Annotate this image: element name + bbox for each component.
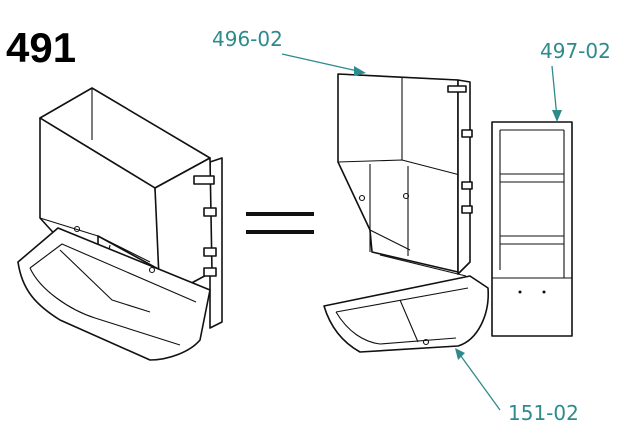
part-496-02-hopper (337, 73, 473, 277)
callout-497-02: 497-02 (540, 39, 611, 122)
callout-label-151-02: 151-02 (508, 401, 579, 425)
part-497-02-back-panel (491, 121, 573, 337)
callout-label-497-02: 497-02 (540, 39, 611, 63)
equals-sign (246, 212, 314, 234)
model-number: 491 (6, 24, 76, 71)
callout-496-02: 496-02 (212, 27, 366, 76)
callout-151-02: 151-02 (455, 348, 579, 425)
callout-label-496-02: 496-02 (212, 27, 283, 51)
part-151-02-trough (323, 275, 489, 353)
assembled-feeder (17, 87, 223, 361)
